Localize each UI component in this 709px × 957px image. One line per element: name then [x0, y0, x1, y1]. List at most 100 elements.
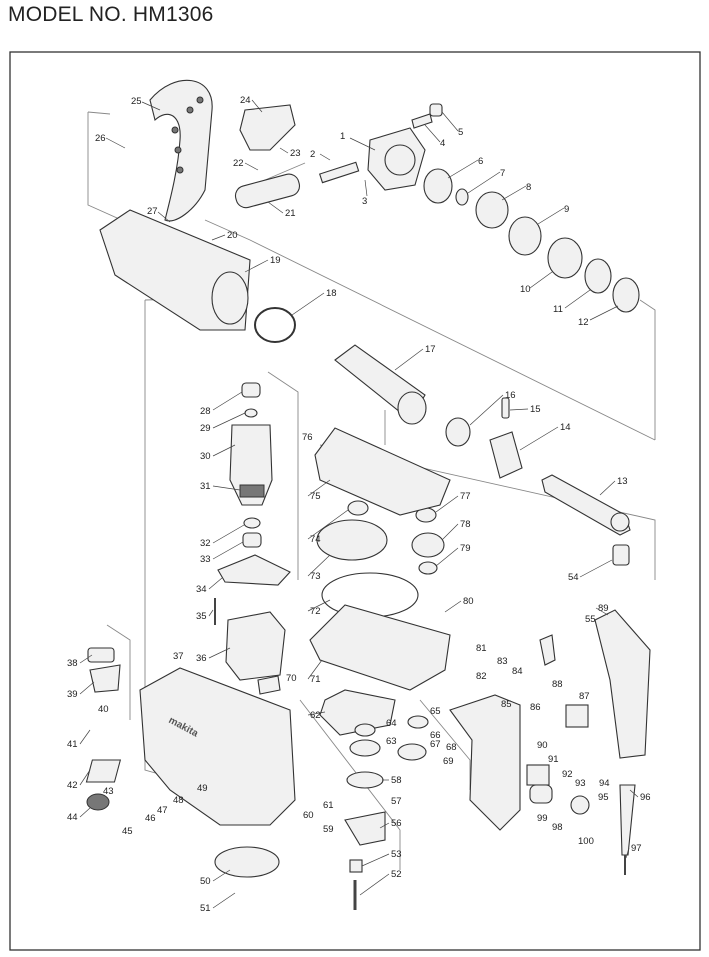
part-bearing-63	[349, 739, 381, 757]
callout-number: 93	[575, 778, 586, 789]
callout-29: 29	[200, 423, 211, 434]
callout-35: 35	[196, 611, 207, 622]
part-bearing-64	[354, 723, 376, 737]
callout-number: 53	[391, 849, 402, 860]
callout-number: 66	[430, 730, 441, 741]
part-bearing-79	[418, 561, 438, 575]
callout-number: 98	[552, 822, 563, 833]
callout-number: 91	[548, 754, 559, 765]
part-crank-housing: makita	[139, 667, 296, 826]
callout-number: 24	[240, 95, 251, 106]
callout-66: 66	[430, 730, 441, 741]
callout-number: 17	[425, 344, 436, 355]
callout-number: 48	[173, 795, 184, 806]
part-gear-housing	[309, 604, 451, 691]
callout-number: 46	[145, 813, 156, 824]
part-pin	[501, 397, 510, 419]
callout-91: 91	[548, 754, 559, 765]
callout-26: 26	[95, 133, 106, 144]
callout-number: 1	[340, 131, 345, 142]
callout-56: 56	[391, 818, 402, 829]
callout-77: 77	[460, 491, 471, 502]
callout-number: 63	[386, 736, 397, 747]
callout-number: 58	[391, 775, 402, 786]
callout-54: 54	[568, 572, 579, 583]
callout-46: 46	[145, 813, 156, 824]
part-spring	[411, 113, 433, 129]
callout-93: 93	[575, 778, 586, 789]
part-ring-8	[475, 191, 509, 229]
callout-86: 86	[530, 702, 541, 713]
part-label	[85, 759, 122, 783]
callout-number: 70	[286, 673, 297, 684]
callout-number: 18	[326, 288, 337, 299]
callout-6: 6	[478, 156, 483, 167]
callout-68: 68	[446, 742, 457, 753]
callout-number: 43	[103, 786, 114, 797]
callout-21: 21	[285, 208, 296, 219]
part-gasket-72	[321, 572, 419, 618]
callout-50: 50	[200, 876, 211, 887]
part-rear-handle	[449, 694, 521, 831]
part-trigger-84	[539, 634, 556, 666]
callout-number: 99	[537, 813, 548, 824]
callout-42: 42	[67, 780, 78, 791]
callout-79: 79	[460, 543, 471, 554]
callout-number: 3	[362, 196, 367, 207]
callout-number: 62	[310, 710, 321, 721]
callout-52: 52	[391, 869, 402, 880]
callout-number: 32	[200, 538, 211, 549]
callout-64: 64	[386, 718, 397, 729]
callout-number: 20	[227, 230, 238, 241]
callout-58: 58	[391, 775, 402, 786]
callout-14: 14	[560, 422, 571, 433]
callout-96: 96	[640, 792, 651, 803]
callout-number: 97	[631, 843, 642, 854]
callout-31: 31	[200, 481, 211, 492]
callout-number: 65	[430, 706, 441, 717]
callout-38: 38	[67, 658, 78, 669]
callout-55: 55	[585, 614, 596, 625]
callout-number: 79	[460, 543, 471, 554]
part-grip	[234, 173, 301, 209]
callout-33: 33	[200, 554, 211, 565]
callout-number: 69	[443, 756, 454, 767]
part-handle-strap	[149, 79, 213, 222]
callout-number: 27	[147, 206, 158, 217]
callout-number: 55	[585, 614, 596, 625]
model-title: MODEL NO. HM1306	[8, 3, 214, 26]
callout-number: 25	[131, 96, 142, 107]
callout-10: 10	[520, 284, 531, 295]
callout-number: 84	[512, 666, 523, 677]
callout-number: 54	[568, 572, 579, 583]
callout-number: 16	[505, 390, 516, 401]
callout-74: 74	[310, 534, 321, 545]
callout-24: 24	[240, 95, 251, 106]
callout-2: 2	[310, 149, 315, 160]
callout-number: 77	[460, 491, 471, 502]
callout-60: 60	[303, 810, 314, 821]
callout-number: 11	[553, 304, 563, 315]
callout-47: 47	[157, 805, 168, 816]
callout-number: 38	[67, 658, 78, 669]
part-capacitor-91	[526, 764, 550, 786]
callout-number: 22	[233, 158, 244, 169]
callout-number: 88	[552, 679, 563, 690]
part-bolt	[319, 161, 360, 184]
callout-81: 81	[476, 643, 487, 654]
callout-27: 27	[147, 206, 158, 217]
callout-number: 71	[310, 674, 321, 685]
callout-85: 85	[501, 699, 512, 710]
callout-number: 60	[303, 810, 314, 821]
callout-16: 16	[505, 390, 516, 401]
callout-69: 69	[443, 756, 454, 767]
callout-number: 81	[476, 643, 487, 654]
callout-48: 48	[173, 795, 184, 806]
part-knob	[86, 793, 110, 811]
part-noise-92	[529, 784, 553, 804]
callout-13: 13	[617, 476, 628, 487]
callout-15: 15	[530, 404, 541, 415]
part-ring-12	[612, 277, 640, 313]
callout-number: 19	[270, 255, 281, 266]
callout-number: 31	[200, 481, 211, 492]
